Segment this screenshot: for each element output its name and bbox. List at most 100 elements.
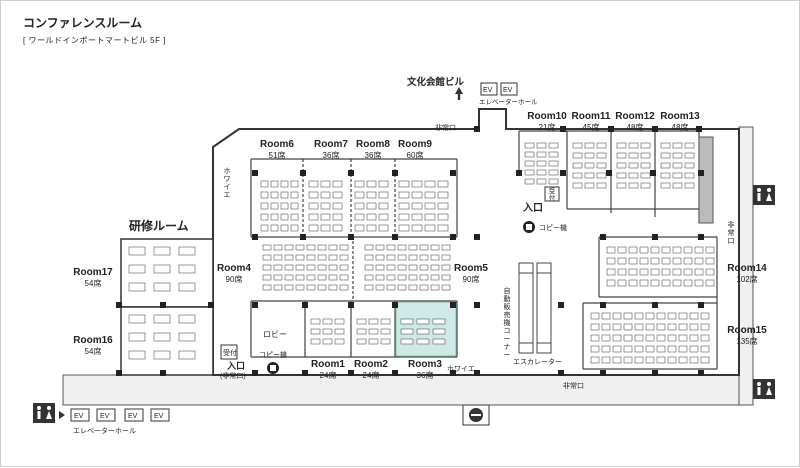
room-name: Room5 xyxy=(454,263,488,274)
smoking-area-icon xyxy=(462,404,490,426)
room-name: Room4 xyxy=(217,263,251,274)
svg-text:自: 自 xyxy=(504,286,511,295)
foyer-label-vertical: ホワイエ xyxy=(224,167,231,199)
svg-text:受: 受 xyxy=(549,186,556,195)
ev-label: EV xyxy=(128,413,138,420)
escalator-label: エスカレーター xyxy=(513,357,562,366)
room-name: Room13 xyxy=(660,111,700,122)
room-capacity: 36席 xyxy=(417,370,434,380)
room-capacity: 36席 xyxy=(365,150,382,160)
room-capacity: 60席 xyxy=(407,150,424,160)
svg-text:ホ: ホ xyxy=(224,167,231,175)
entrance-emergency-label: (非常口) xyxy=(220,371,246,380)
ev-label: EV xyxy=(503,87,513,94)
elevator-hall-top: EV EV xyxy=(480,82,518,96)
room-capacity: 36席 xyxy=(323,150,340,160)
room-name: Room7 xyxy=(314,139,348,150)
room-capacity: 135席 xyxy=(736,336,757,346)
room-name: Room9 xyxy=(398,139,432,150)
room-capacity: 48席 xyxy=(672,122,689,132)
entrance-label: 入口 xyxy=(226,361,245,371)
svg-text:ワ: ワ xyxy=(224,175,231,183)
foyer-label: ホワイエ xyxy=(447,365,475,373)
room-name: Room15 xyxy=(727,325,767,336)
ev-hall-label: エレベーターホール xyxy=(73,426,136,435)
room-capacity: 102席 xyxy=(736,274,757,284)
svg-text:ー: ー xyxy=(504,352,511,359)
svg-text:動: 動 xyxy=(504,294,511,303)
room-capacity: 48席 xyxy=(627,122,644,132)
reception-label-vertical: 受付 xyxy=(549,186,556,202)
ev-label: EV xyxy=(74,413,84,420)
training-room-label: 研修ルーム xyxy=(129,218,189,233)
room-capacity: 21席 xyxy=(539,122,556,132)
svg-text:非: 非 xyxy=(728,220,735,229)
room-capacity: 54席 xyxy=(85,278,102,288)
seat-layout xyxy=(260,142,715,364)
room-capacity: 24席 xyxy=(320,370,337,380)
restroom-icon xyxy=(753,185,775,205)
svg-text:常: 常 xyxy=(728,228,735,237)
ev-label: EV xyxy=(154,413,164,420)
svg-text:ー: ー xyxy=(504,336,511,343)
svg-text:エ: エ xyxy=(224,192,231,199)
svg-text:販: 販 xyxy=(504,302,511,311)
room-name: Room1 xyxy=(311,359,345,370)
building-label: 文化会館ビル xyxy=(406,76,465,88)
room-capacity: 90席 xyxy=(226,274,243,284)
entrance-label: 入口 xyxy=(523,202,543,214)
svg-text:付: 付 xyxy=(549,193,556,202)
elevator-hall-bottom: EV EV EV EV xyxy=(59,408,170,422)
copy-machine-icon xyxy=(267,221,535,374)
training-tables xyxy=(128,246,196,360)
room-name: Room3 xyxy=(408,359,442,370)
room-name: Room10 xyxy=(527,111,567,122)
room-capacity: 54席 xyxy=(85,346,102,356)
room-name: Room16 xyxy=(73,335,113,346)
restroom-icon xyxy=(753,379,775,399)
pillars xyxy=(116,126,704,376)
room-name: Room14 xyxy=(727,263,767,274)
reception-desk xyxy=(220,186,560,360)
lobby-label: ロビー xyxy=(263,330,287,339)
map-labels: 文化会館ビルエレベーターホールエレベーターホール研修ルームロビー非常口非常口受付… xyxy=(73,76,735,435)
arrow-up-icon xyxy=(455,87,463,100)
copy-machine-label: コピー機 xyxy=(539,223,567,232)
emergency-exit-label-vertical: 非常口 xyxy=(728,220,735,245)
room-name: Room11 xyxy=(572,111,611,122)
svg-text:コ: コ xyxy=(504,327,511,335)
ev-label: EV xyxy=(483,87,493,94)
room-capacity: 24席 xyxy=(363,370,380,380)
restroom-icon xyxy=(33,403,55,423)
room-labels: Room651席Room736席Room836席Room960席Room490席… xyxy=(73,111,767,380)
room-capacity: 45席 xyxy=(583,122,600,132)
map-title: コンファレンスルーム xyxy=(23,16,143,30)
room-name: Room2 xyxy=(354,359,388,370)
room-capacity: 51席 xyxy=(269,150,286,160)
room-name: Room6 xyxy=(260,139,294,150)
room-name: Room12 xyxy=(615,111,655,122)
stair-hatch xyxy=(698,136,714,224)
corridor-band xyxy=(62,126,754,406)
svg-text:口: 口 xyxy=(728,237,735,245)
svg-text:売: 売 xyxy=(504,310,511,319)
